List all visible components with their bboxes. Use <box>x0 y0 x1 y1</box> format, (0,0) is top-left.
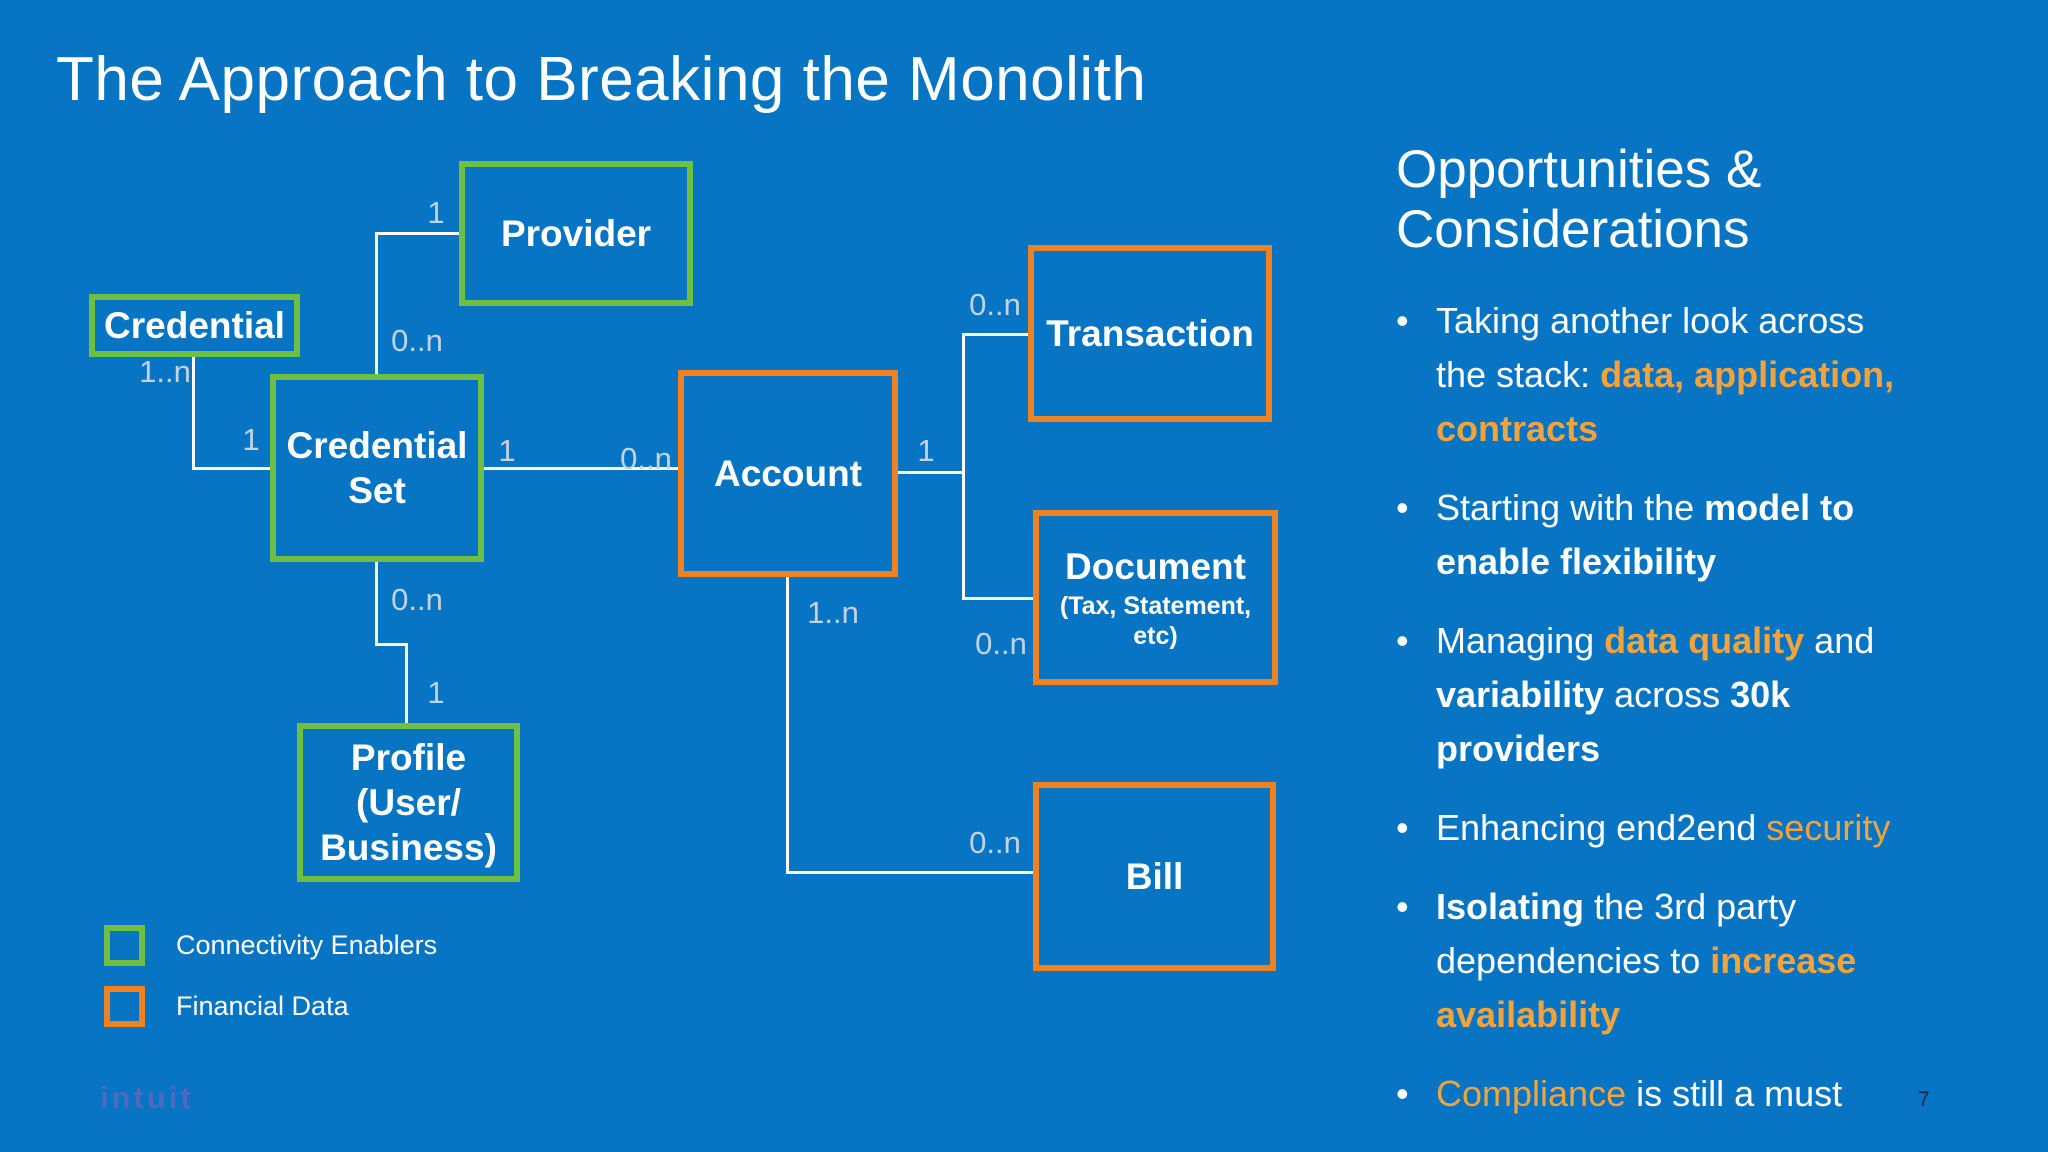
connector-trunk-transaction-h <box>962 333 1029 336</box>
bullet-text: Managing data quality and variability ac… <box>1436 614 1912 776</box>
connector-credential-credentialset-v <box>192 357 195 470</box>
bullet-segment: the 3rd party dependencies to <box>1436 885 1797 981</box>
bullet-text: Taking another look across the stack: da… <box>1436 294 1912 456</box>
entity-label-profile: Profile <box>350 736 467 778</box>
bullet-segment: Taking another look across the stack: <box>1436 299 1865 395</box>
connector-credentialset-account-h <box>484 467 679 470</box>
entity-box-profile: Profile(User/Business) <box>297 723 520 882</box>
bullet-marker: • <box>1396 486 1409 528</box>
legend-swatch-green <box>104 925 145 966</box>
cardinality-label-9: 0..n <box>975 626 1027 661</box>
cardinality-label-6: 1 <box>917 433 935 468</box>
opportunities-panel: Opportunities & Considerations • Taking a… <box>1396 140 1912 1146</box>
bullet-item-5: • Compliance is still a must <box>1396 1067 1912 1121</box>
legend-label: Financial Data <box>176 991 349 1021</box>
bullet-marker: • <box>1396 619 1409 661</box>
bullet-item-2: • Managing data quality and variability a… <box>1396 614 1912 776</box>
entity-label-credential: Credential <box>104 304 285 346</box>
connector-account-trunk-h <box>898 471 965 474</box>
bullet-segment: Enhancing end2end <box>1436 806 1767 848</box>
bullet-segment: increase availability <box>1436 939 1857 1035</box>
bullet-item-4: • Isolating the 3rd party dependencies to… <box>1396 880 1912 1042</box>
legend-item: Connectivity Enablers <box>104 925 437 966</box>
bullet-segment: model to enable flexibility <box>1436 486 1855 582</box>
bullet-item-0: • Taking another look across the stack: d… <box>1396 294 1912 456</box>
connector-account-bill-v <box>786 577 789 874</box>
entity-label-document: Document <box>1065 545 1246 587</box>
entity-label-transaction: Transaction <box>1046 312 1254 354</box>
bullet-segment: across <box>1604 673 1731 715</box>
bullet-segment: and <box>1804 619 1875 661</box>
legend-swatch-orange <box>104 986 145 1027</box>
cardinality-label-10: 0..n <box>969 825 1021 860</box>
bullet-list: • Taking another look across the stack: d… <box>1396 294 1912 1121</box>
panel-heading: Opportunities & Considerations <box>1396 140 1912 260</box>
entity-box-account: Account <box>678 370 898 577</box>
panel-heading-line: Considerations <box>1396 199 1750 259</box>
bullet-text: Isolating the 3rd party dependencies to … <box>1436 880 1912 1042</box>
bullet-text: Compliance is still a must <box>1436 1067 1842 1121</box>
bullet-segment: Compliance <box>1436 1072 1627 1114</box>
entity-box-document: Document (Tax, Statement, etc) <box>1033 510 1278 685</box>
entity-label-profile: (User/ <box>356 781 461 823</box>
entity-label-bill: Bill <box>1125 855 1184 897</box>
cardinality-label-12: 1 <box>427 675 445 710</box>
entity-label-account: Account <box>714 452 862 494</box>
bullet-item-1: • Starting with the model to enable flexi… <box>1396 481 1912 589</box>
entity-label-provider: Provider <box>500 212 652 254</box>
bullet-segment: Isolating <box>1436 885 1585 927</box>
cardinality-label-1: 0..n <box>391 323 443 358</box>
cardinality-label-8: 1..n <box>807 595 859 630</box>
panel-heading-line: Opportunities & <box>1396 140 1762 199</box>
bullet-segment: Managing <box>1436 619 1605 661</box>
bullet-text: Enhancing end2end security <box>1436 801 1890 855</box>
bullet-segment: is still a must <box>1626 1072 1843 1114</box>
cardinality-label-4: 1 <box>498 433 516 468</box>
bullet-item-3: • Enhancing end2end security <box>1396 801 1912 855</box>
entity-label-profile: Business) <box>320 827 497 869</box>
page-number: 7 <box>1918 1088 1930 1111</box>
cardinality-label-7: 0..n <box>969 287 1021 322</box>
entity-sublabel-document: (Tax, Statement, etc) <box>1059 592 1252 650</box>
connector-credentialset-profile-h <box>375 643 408 646</box>
connector-provider-credentialset-v <box>375 232 378 375</box>
cardinality-label-11: 0..n <box>391 582 443 617</box>
entity-label-credential-set: Set <box>348 470 406 511</box>
bullet-segment: Starting with the <box>1436 486 1705 528</box>
bullet-marker: • <box>1396 1072 1409 1114</box>
bullet-marker: • <box>1396 885 1409 927</box>
entity-box-credential: Credential <box>89 294 300 357</box>
cardinality-label-2: 1..n <box>139 354 191 389</box>
cardinality-label-0: 1 <box>427 195 445 230</box>
bullet-segment: data quality <box>1604 619 1805 661</box>
connector-account-bill-h <box>786 871 1034 874</box>
bullet-marker: • <box>1396 299 1409 341</box>
connector-credential-credentialset-h <box>192 467 271 470</box>
intuit-logo: intuit <box>100 1080 194 1115</box>
connector-credentialset-profile-v1 <box>375 562 378 646</box>
bullet-segment: security <box>1766 806 1891 848</box>
bullet-marker: • <box>1396 806 1409 848</box>
bullet-segment: variability <box>1436 673 1605 715</box>
cardinality-label-3: 1 <box>242 422 260 457</box>
bullet-segment: data, application, contracts <box>1436 353 1895 449</box>
slide-title: The Approach to Breaking the Monolith <box>56 45 1147 114</box>
connector-credentialset-profile-v2 <box>405 643 408 724</box>
entity-box-transaction: Transaction <box>1028 245 1272 422</box>
connector-right-trunk-v <box>962 333 965 600</box>
connector-trunk-document-h <box>962 597 1034 600</box>
bullet-text: Starting with the model to enable flexib… <box>1436 481 1912 589</box>
entity-box-provider: Provider <box>459 161 693 306</box>
entity-label-credential-set: Credential <box>286 424 468 466</box>
connector-provider-credentialset-h <box>377 232 460 235</box>
legend-item: Financial Data <box>104 986 437 1027</box>
cardinality-label-5: 0..n <box>620 441 672 476</box>
legend-label: Connectivity Enablers <box>176 930 438 960</box>
bullet-segment: 30k providers <box>1436 673 1791 769</box>
entity-box-bill: Bill <box>1033 782 1276 971</box>
